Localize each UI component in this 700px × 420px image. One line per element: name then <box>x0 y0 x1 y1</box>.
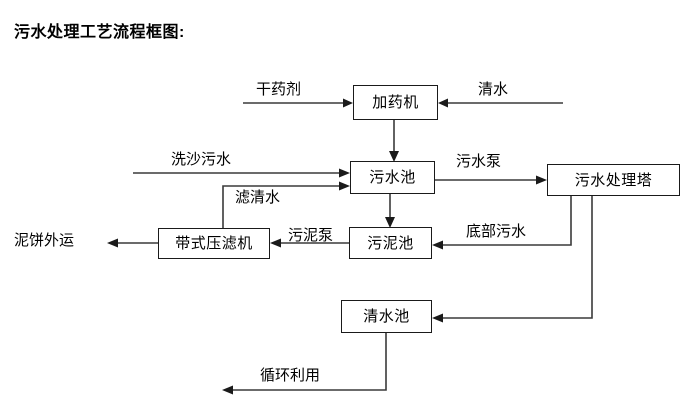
node-belt-filter-press[interactable]: 带式压滤机 <box>158 228 270 259</box>
edge-label-dry-agent: 干药剂 <box>256 81 302 98</box>
edge-label-sludge-pump: 污泥泵 <box>288 227 334 244</box>
node-sludge-pool[interactable]: 污泥池 <box>349 227 432 259</box>
page-title: 污水处理工艺流程框图: <box>14 24 185 41</box>
edge-label-sand-washing-sewage: 洗沙污水 <box>171 151 232 168</box>
edge-label-recycling-reuse: 循环利用 <box>260 367 321 384</box>
edge-label-mud-cake-transport: 泥饼外运 <box>14 232 75 249</box>
edge-label-sewage-pump: 污水泵 <box>456 153 502 170</box>
node-sewage-pool[interactable]: 污水池 <box>350 161 435 194</box>
edge-label-filtered-clear-water: 滤清水 <box>235 189 281 206</box>
edge-label-bottom-sewage: 底部污水 <box>466 223 527 240</box>
edge-label-clean-water-in: 清水 <box>478 81 509 98</box>
node-sewage-treatment-tower[interactable]: 污水处理塔 <box>547 164 680 196</box>
node-clean-water-pool[interactable]: 清水池 <box>341 300 432 333</box>
node-dosing-machine[interactable]: 加药机 <box>353 85 438 120</box>
